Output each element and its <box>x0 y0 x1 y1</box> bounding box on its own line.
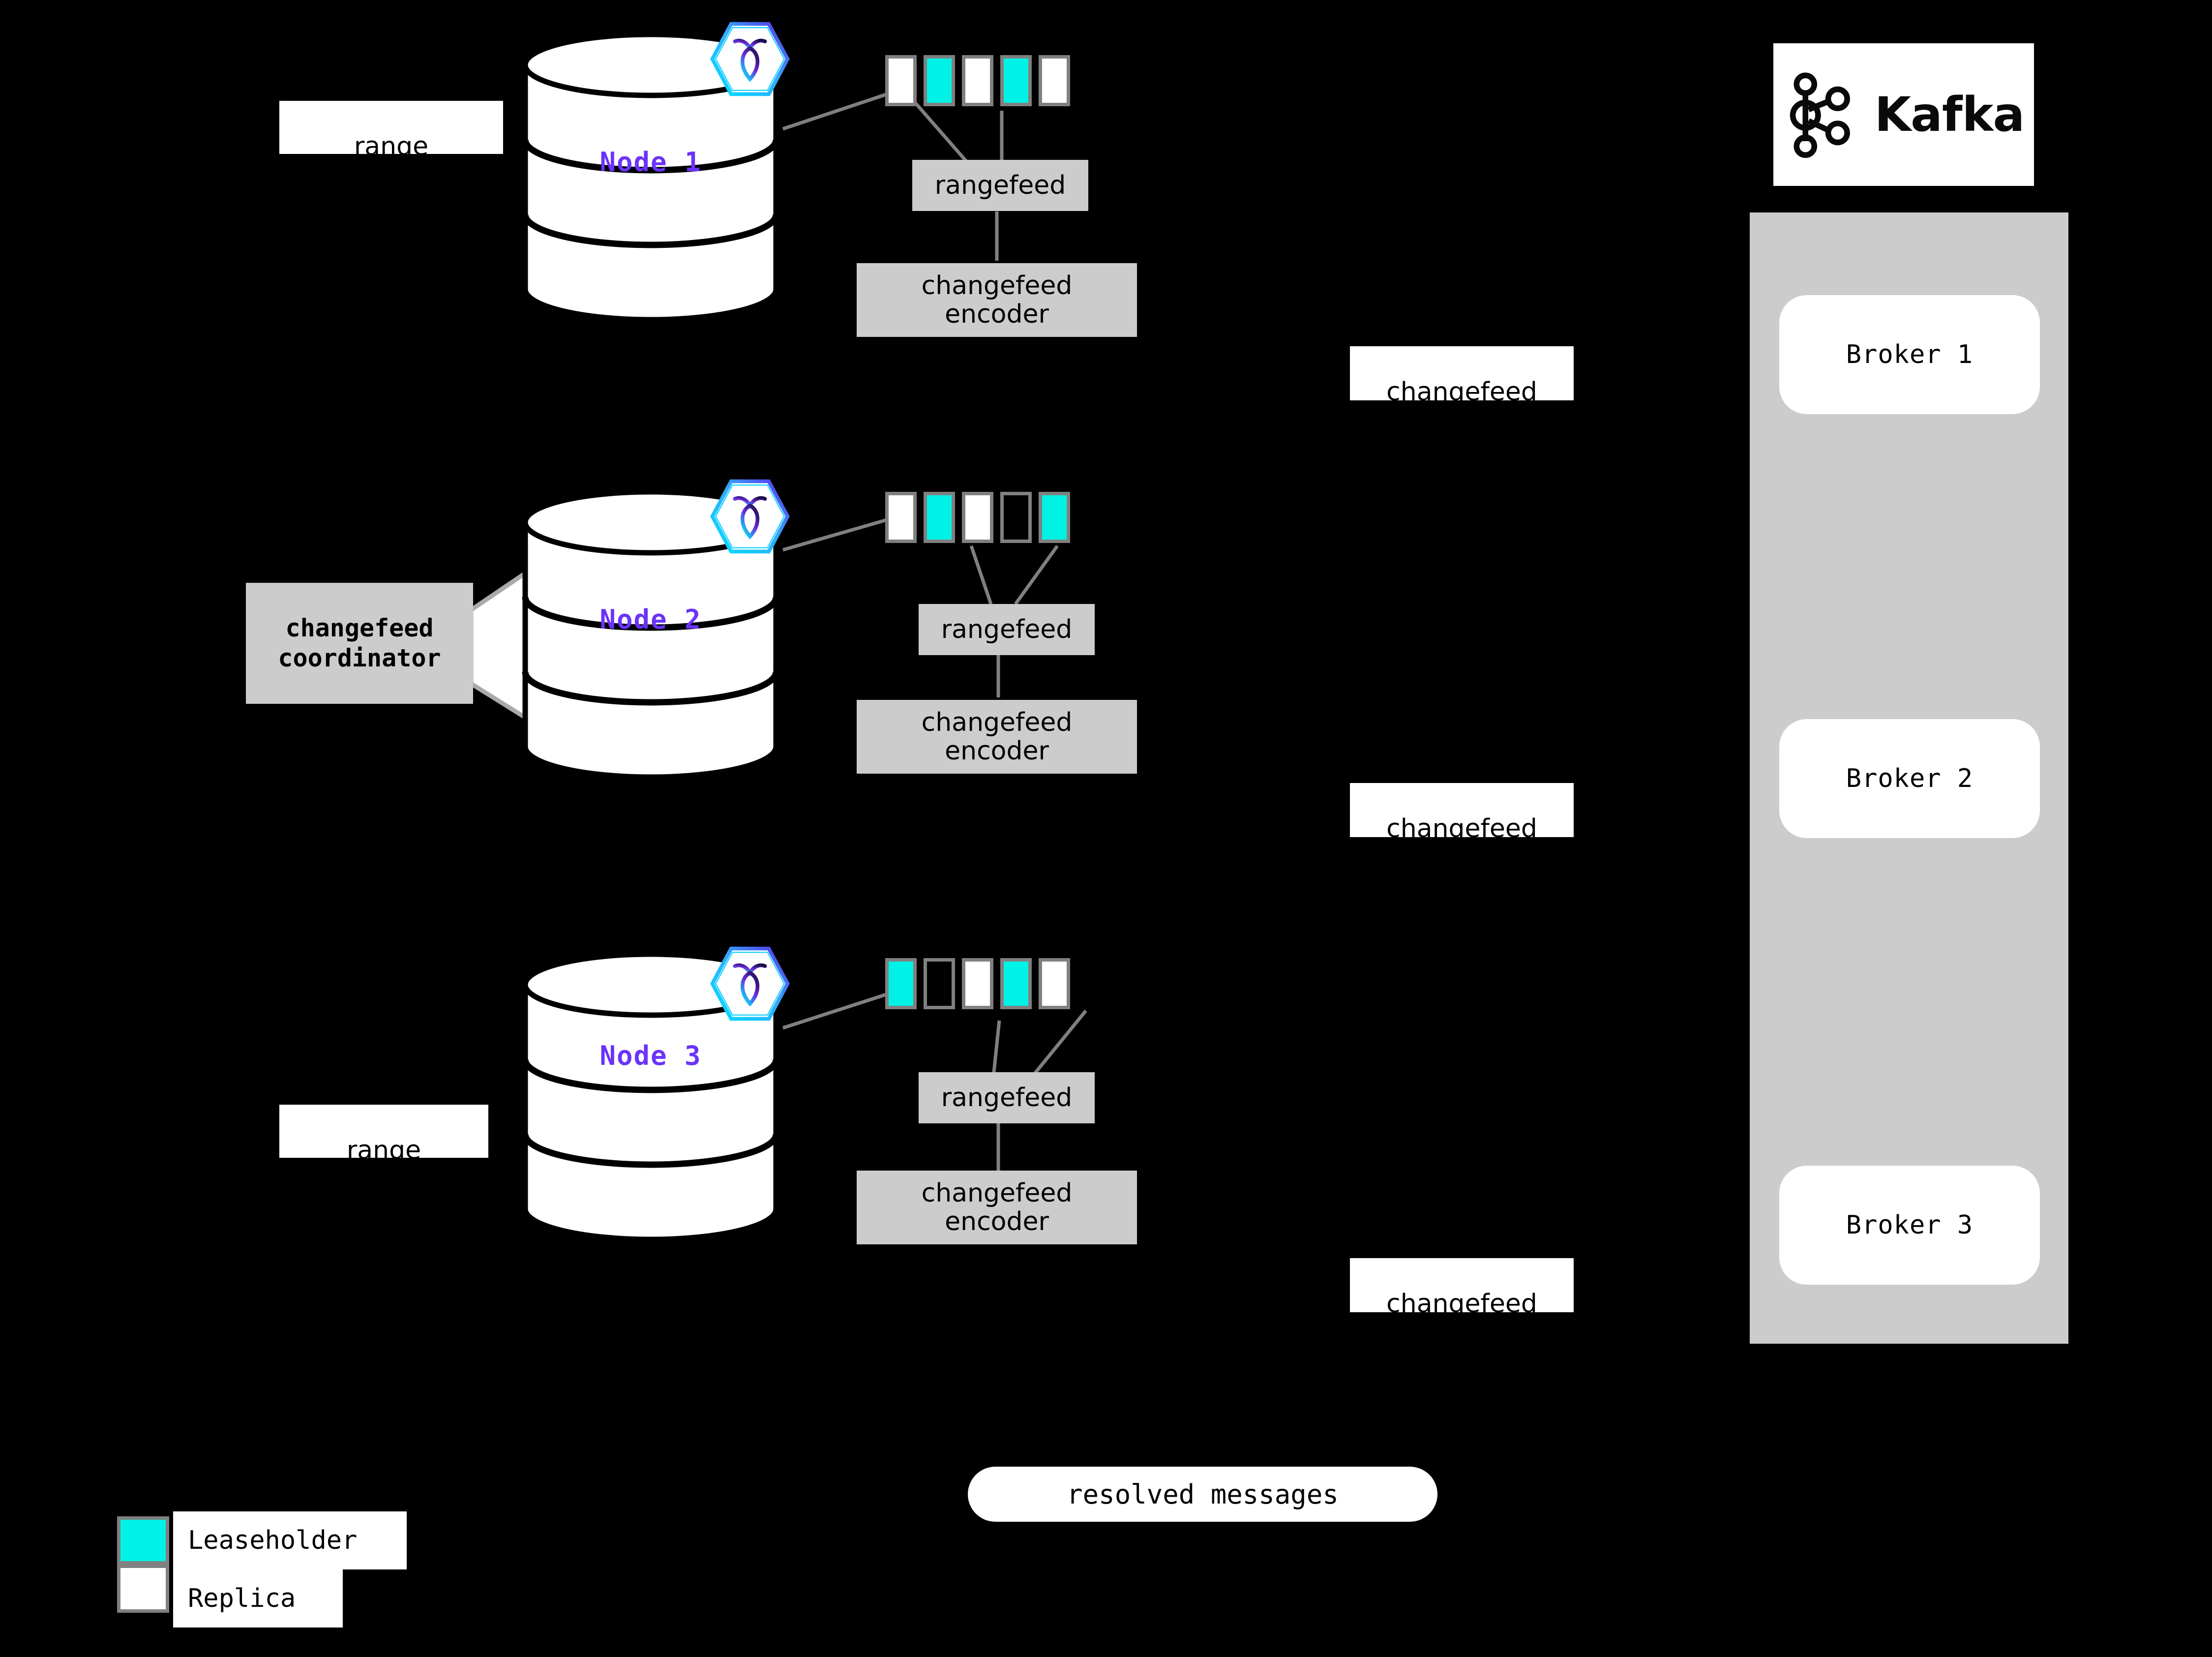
legend-swatch-replica <box>117 1565 169 1613</box>
kafka-broker-panel: Broker 1 Broker 2 Broker 3 <box>1750 212 2068 1344</box>
legend-label-replica: Replica <box>173 1569 343 1627</box>
range-box[interactable] <box>1000 492 1032 543</box>
node-3-ranges <box>885 958 1070 1009</box>
cockroachdb-hexagon-icon <box>708 17 792 101</box>
kafka-broker-1[interactable]: Broker 1 <box>1779 295 2040 414</box>
legend-label-leaseholder: Leaseholder <box>173 1511 407 1569</box>
range-box[interactable] <box>1039 958 1070 1009</box>
kafka-broker-3[interactable]: Broker 3 <box>1779 1166 2040 1285</box>
cockroachdb-hexagon-icon <box>708 942 792 1025</box>
resolved-messages-pill[interactable]: resolved messages <box>968 1467 1437 1522</box>
range-box[interactable] <box>1000 55 1032 106</box>
node-2-rangefeed-box[interactable]: rangefeed <box>919 604 1095 655</box>
range-box[interactable] <box>885 55 917 106</box>
changefeed-coordinator-box[interactable]: changefeed coordinator <box>246 583 473 704</box>
node-3-rangefeed-box[interactable]: rangefeed <box>919 1072 1095 1123</box>
node-3-changefeed-encoder-box[interactable]: changefeed encoder <box>857 1171 1137 1244</box>
changefeed-messages-label-2: changefeed messages <box>1350 783 1574 873</box>
range-checkpoints-label-top: range checkpoints <box>279 101 503 190</box>
cockroachdb-hexagon-icon <box>708 475 792 558</box>
legend-swatch-leaseholder <box>117 1516 169 1565</box>
range-box[interactable] <box>885 958 917 1009</box>
changefeed-messages-label-1: changefeed messages <box>1350 346 1574 436</box>
kafka-wordmark: Kafka <box>1874 87 2025 142</box>
node-1-changefeed-encoder-box[interactable]: changefeed encoder <box>857 263 1137 337</box>
range-box[interactable] <box>885 492 917 543</box>
node-1-rangefeed-box[interactable]: rangefeed <box>912 160 1088 211</box>
range-box[interactable] <box>962 958 993 1009</box>
range-box[interactable] <box>924 492 955 543</box>
range-box[interactable] <box>962 492 993 543</box>
range-box[interactable] <box>924 55 955 106</box>
range-box[interactable] <box>924 958 955 1009</box>
kafka-logo-card: Kafka <box>1773 43 2034 186</box>
range-box[interactable] <box>1000 958 1032 1009</box>
range-box[interactable] <box>962 55 993 106</box>
kafka-broker-2[interactable]: Broker 2 <box>1779 719 2040 838</box>
node-2-changefeed-encoder-box[interactable]: changefeed encoder <box>857 700 1137 774</box>
range-box[interactable] <box>1039 55 1070 106</box>
kafka-node-graph-icon <box>1790 72 1850 158</box>
changefeed-messages-label-3: changefeed messages <box>1350 1258 1574 1348</box>
node-1-ranges <box>885 55 1070 106</box>
range-box[interactable] <box>1039 492 1070 543</box>
range-checkpoints-label-bottom: range checkpoints <box>279 1105 488 1194</box>
node-2-ranges <box>885 492 1070 543</box>
